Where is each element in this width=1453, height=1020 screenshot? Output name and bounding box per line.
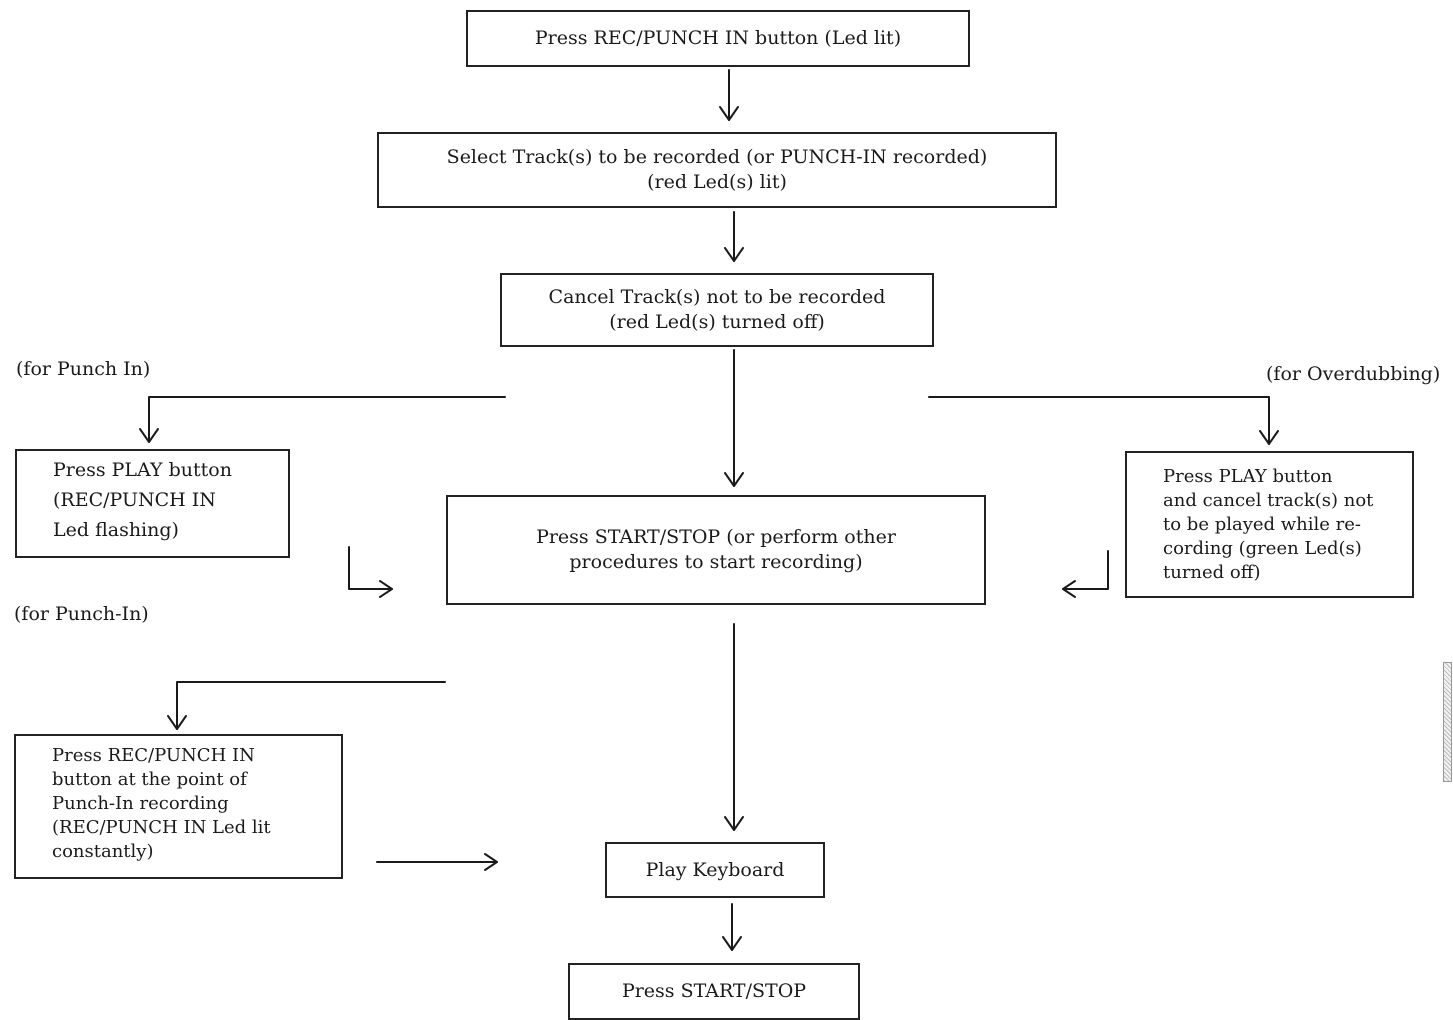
box-line: procedures to start recording) <box>569 551 863 573</box>
box-line: Led flashing) <box>53 518 179 541</box>
box-line: Cancel Track(s) not to be recorded <box>548 286 886 308</box>
start-stop-record-box: Press START/STOP (or perform other proce… <box>446 495 986 605</box>
rec-punch-point-box: Press REC/PUNCH IN button at the point o… <box>14 734 343 879</box>
label-for-punch-in: (for Punch In) <box>16 358 151 380</box>
box-line: Select Track(s) to be recorded (or PUNCH… <box>446 146 988 168</box>
box-line: turned off) <box>1163 561 1261 583</box>
box-line: (REC/PUNCH IN Led lit <box>52 816 271 838</box>
box-line: (red Led(s) turned off) <box>609 311 825 333</box>
cancel-tracks-box: Cancel Track(s) not to be recorded (red … <box>500 273 934 347</box>
box-line: Press PLAY button <box>1163 465 1333 487</box>
rec-punch-in-box: Press REC/PUNCH IN button (Led lit) <box>466 10 970 67</box>
arrow-branch-punch-in <box>139 396 506 443</box>
box-line: Press REC/PUNCH IN button (Led lit) <box>534 27 902 49</box>
box-line: button at the point of <box>52 768 247 790</box>
arrow-overdub-play-to-startstop <box>1062 550 1109 598</box>
arrow-cancel-to-startstop <box>724 349 744 487</box>
play-button-overdub-box: Press PLAY button and cancel track(s) no… <box>1125 451 1414 598</box>
box-line: (REC/PUNCH IN <box>53 488 216 511</box>
box-line: Punch-In recording <box>52 792 229 814</box>
arrow-branch-punch-in-2 <box>167 681 446 730</box>
box-line: Press START/STOP <box>621 980 807 1002</box>
box-line: to be played while re- <box>1163 513 1361 535</box>
start-stop-end-box: Press START/STOP <box>568 963 860 1020</box>
label-for-punch-in-2: (for Punch-In) <box>14 603 149 625</box>
box-line: Press PLAY button <box>53 458 232 481</box>
scan-margin-mark <box>1443 662 1452 782</box>
arrow-select-to-cancel <box>724 211 744 262</box>
box-line: Press START/STOP (or perform other <box>536 526 896 548</box>
play-button-punch-in-box: Press PLAY button (REC/PUNCH IN Led flas… <box>15 449 290 558</box>
box-line: Play Keyboard <box>645 858 785 881</box>
arrow-keyboard-to-end <box>722 903 742 951</box>
arrow-rec-to-select <box>719 69 739 121</box>
play-keyboard-box: Play Keyboard <box>605 842 825 898</box>
box-line: cording (green Led(s) <box>1163 537 1362 559</box>
box-line: Press REC/PUNCH IN <box>52 744 255 766</box>
box-line: and cancel track(s) not <box>1163 489 1374 511</box>
arrow-punch-point-to-keyboard <box>376 853 498 871</box>
arrow-punch-play-to-startstop <box>348 546 393 598</box>
box-line: constantly) <box>52 840 154 862</box>
arrow-branch-overdub <box>928 396 1279 445</box>
arrow-startstop-to-keyboard <box>724 623 744 831</box>
label-for-overdubbing: (for Overdubbing) <box>1266 363 1441 385</box>
select-tracks-box: Select Track(s) to be recorded (or PUNCH… <box>377 132 1057 208</box>
box-line: (red Led(s) lit) <box>647 171 787 193</box>
